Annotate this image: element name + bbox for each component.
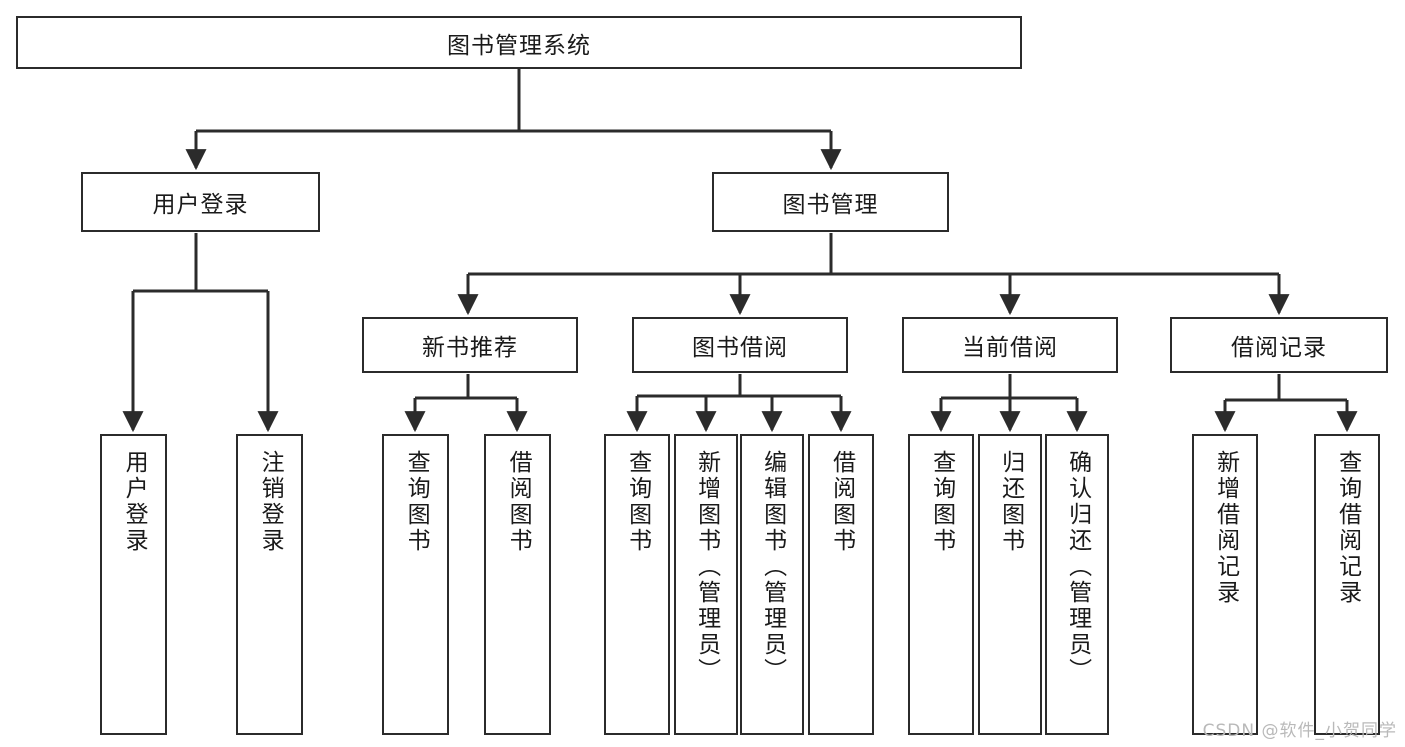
node-book-manage-label: 图书管理 (782, 192, 879, 218)
node-book-borrow[interactable]: 图书借阅 (632, 317, 848, 373)
leaf-borrow-record-2[interactable]: 查询借阅记录 (1314, 434, 1380, 735)
leaf-label: 新增图书（管理员） (693, 450, 720, 684)
node-user-login[interactable]: 用户登录 (81, 172, 320, 232)
leaf-new-book-2[interactable]: 借阅图书 (484, 434, 551, 735)
watermark: CSDN @软件_小贺同学 (1202, 721, 1397, 741)
leaf-current-borrow-1[interactable]: 查询图书 (908, 434, 974, 735)
node-book-borrow-label: 图书借阅 (692, 335, 788, 361)
leaf-label: 用户登录 (121, 450, 148, 554)
node-current-borrow-label: 当前借阅 (962, 335, 1058, 361)
leaf-label: 确认归还（管理员） (1064, 450, 1091, 684)
leaf-label: 注销登录 (257, 450, 284, 554)
leaf-borrow-record-1[interactable]: 新增借阅记录 (1192, 434, 1258, 735)
leaf-new-book-1[interactable]: 查询图书 (382, 434, 449, 735)
leaf-label: 归还图书 (997, 450, 1024, 554)
leaf-label: 查询图书 (928, 450, 955, 554)
node-book-manage[interactable]: 图书管理 (712, 172, 949, 232)
node-user-login-label: 用户登录 (152, 192, 249, 218)
leaf-book-borrow-2[interactable]: 新增图书（管理员） (674, 434, 738, 735)
node-current-borrow[interactable]: 当前借阅 (902, 317, 1118, 373)
node-new-book[interactable]: 新书推荐 (362, 317, 578, 373)
leaf-label: 查询图书 (624, 450, 651, 554)
node-borrow-record-label: 借阅记录 (1231, 335, 1327, 361)
leaf-label: 借阅图书 (505, 450, 532, 554)
leaf-label: 查询借阅记录 (1334, 450, 1361, 606)
leaf-book-borrow-4[interactable]: 借阅图书 (808, 434, 874, 735)
leaf-user-login-1[interactable]: 用户登录 (100, 434, 167, 735)
leaf-current-borrow-3[interactable]: 确认归还（管理员） (1045, 434, 1109, 735)
leaf-book-borrow-3[interactable]: 编辑图书（管理员） (740, 434, 804, 735)
leaf-label: 查询图书 (403, 450, 430, 554)
leaf-label: 编辑图书（管理员） (759, 450, 786, 684)
leaf-book-borrow-1[interactable]: 查询图书 (604, 434, 670, 735)
leaf-label: 借阅图书 (828, 450, 855, 554)
node-new-book-label: 新书推荐 (422, 335, 518, 361)
leaf-user-login-2[interactable]: 注销登录 (236, 434, 303, 735)
leaf-label: 新增借阅记录 (1212, 450, 1239, 606)
node-root[interactable]: 图书管理系统 (16, 16, 1022, 69)
leaf-current-borrow-2[interactable]: 归还图书 (978, 434, 1042, 735)
node-borrow-record[interactable]: 借阅记录 (1170, 317, 1388, 373)
node-root-label: 图书管理系统 (447, 32, 591, 59)
